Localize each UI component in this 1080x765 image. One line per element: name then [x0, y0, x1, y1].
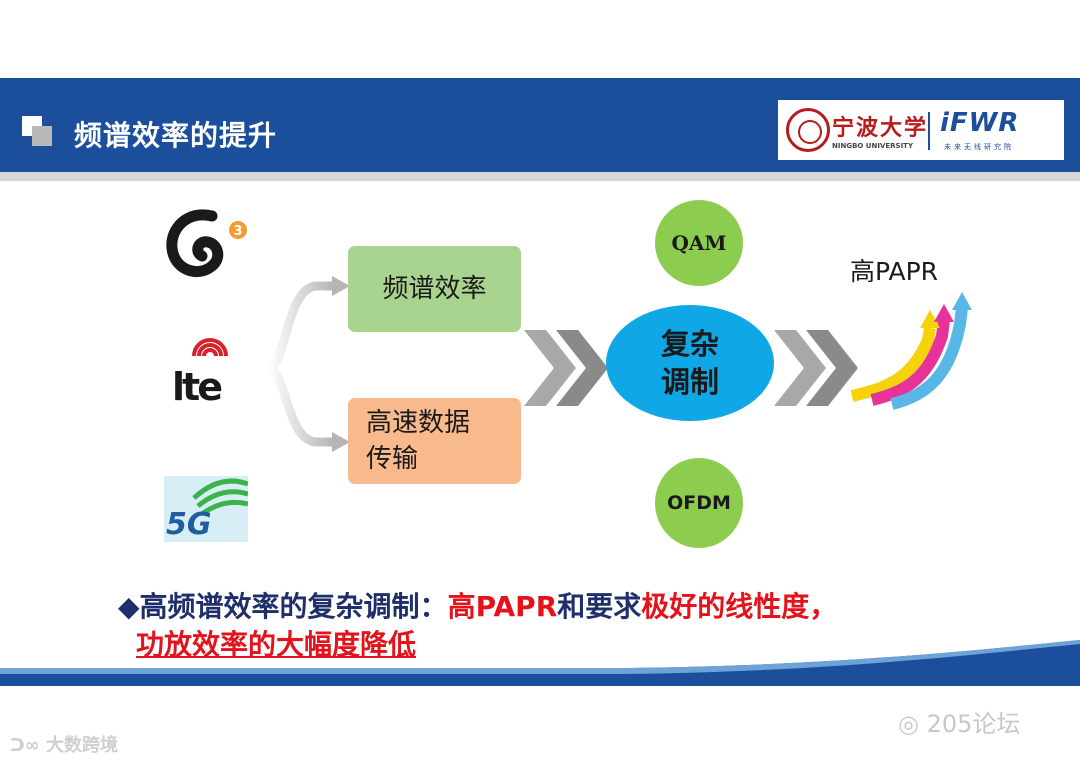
qam-circle: QAM [655, 200, 743, 286]
high-speed-label-line2: 传输 [366, 444, 419, 474]
qam-label: QAM [671, 231, 727, 255]
title-square-icon [22, 116, 54, 148]
university-name-en: NINGBO UNIVERSITY [832, 142, 914, 150]
watermark-left-text: 大数跨境 [45, 735, 118, 756]
watermark-right-text: 205论坛 [926, 710, 1021, 738]
page-title: 频谱效率的提升 [74, 119, 278, 152]
spectrum-efficiency-box: 频谱效率 [348, 246, 521, 332]
university-name-cn: 宁波大学 [832, 115, 929, 141]
watermark-dashu: ᑐ∞ 大数跨境 [10, 731, 118, 757]
ofdm-circle: OFDM [655, 458, 743, 548]
branch-arrows [266, 276, 350, 452]
conclusion-part-2: 高PAPR [447, 590, 558, 623]
lab-name-cn: 未来无线研究院 [944, 143, 1014, 151]
wechat-icon: ◎ [898, 710, 919, 738]
bullet-diamond-icon: ◆ [118, 590, 140, 623]
logo-divider [928, 112, 930, 150]
university-seal-icon [786, 108, 830, 152]
conclusion-line-2: 功放效率的大幅度降低 [136, 628, 417, 661]
lte-logo-icon: lte [172, 338, 228, 409]
spectrum-efficiency-label: 频谱效率 [382, 274, 487, 304]
high-speed-label-line1: 高速数据 [366, 408, 471, 438]
svg-text:5G: 5G [166, 507, 212, 542]
conclusion-part-4: 极好的线性度， [641, 590, 838, 623]
svg-text:lte: lte [172, 365, 221, 409]
rising-arrows-icon [850, 292, 972, 410]
5g-logo-icon: 5G [164, 476, 248, 542]
chevron-arrows-right [774, 330, 858, 406]
complex-modulation-ellipse: 复杂 调制 [606, 305, 774, 421]
header-divider [0, 172, 1080, 181]
high-speed-data-box: 高速数据 传输 [348, 398, 521, 484]
modulation-label-line2: 调制 [660, 365, 719, 399]
high-papr-label: 高PAPR [850, 257, 939, 286]
ofdm-label: OFDM [667, 492, 731, 514]
conclusion-line-1: ◆高频谱效率的复杂调制：高PAPR和要求极好的线性度， [118, 585, 837, 625]
watermark-205-forum: ◎ 205论坛 [898, 704, 1020, 739]
svg-text:3: 3 [233, 224, 242, 239]
3g-logo-icon: 3 [166, 209, 247, 278]
watermark-logo-icon: ᑐ∞ [10, 735, 40, 756]
conclusion-part-1: 高频谱效率的复杂调制： [139, 590, 448, 623]
ifwr-logo: iFWR [940, 108, 1020, 138]
modulation-label-line1: 复杂 [660, 327, 719, 361]
conclusion-part-3: 和要求 [557, 590, 642, 623]
chevron-arrows-left [524, 330, 608, 406]
footer-band [0, 640, 1080, 686]
